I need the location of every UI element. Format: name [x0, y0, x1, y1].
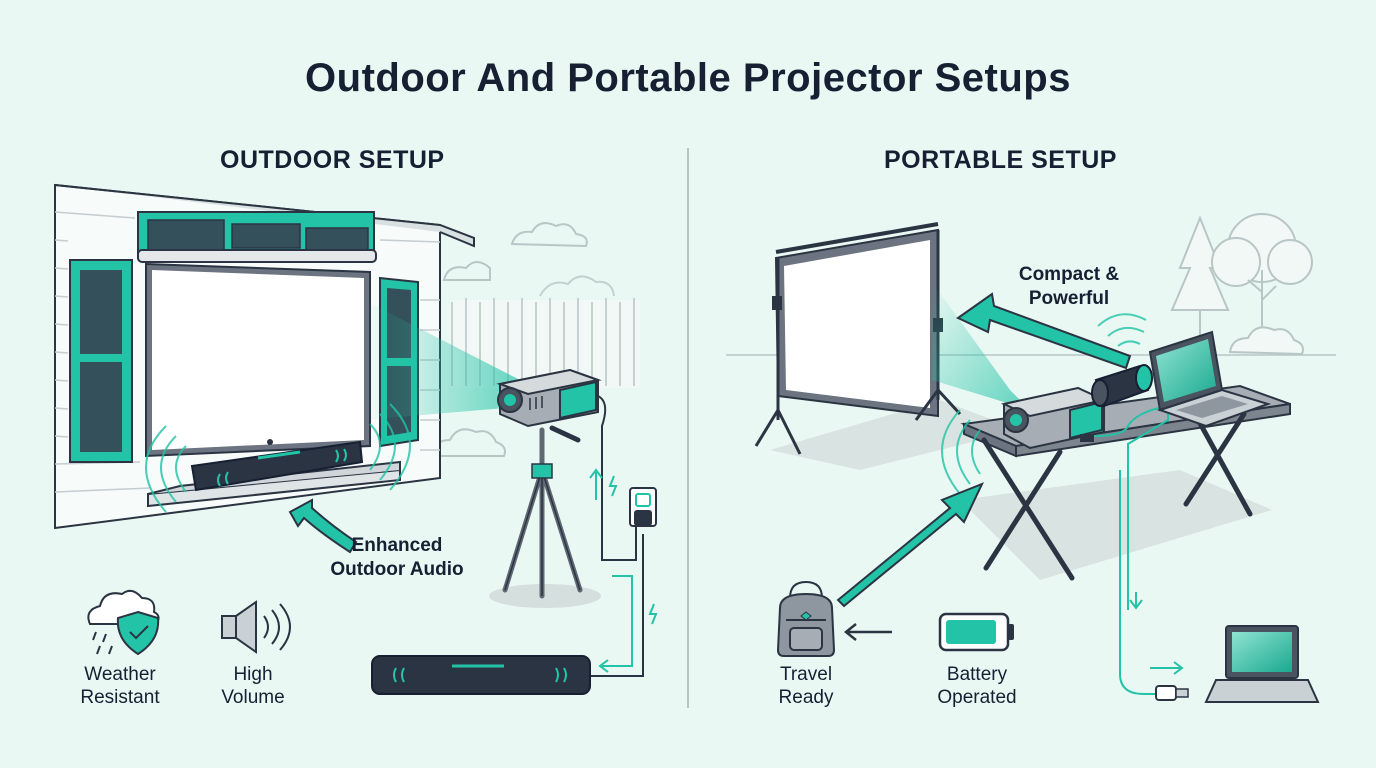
callout-line: Outdoor Audio [330, 559, 464, 580]
feature-label: Travel [779, 664, 833, 685]
backpack-icon [776, 580, 836, 657]
feature-label: Ready [778, 687, 834, 708]
left-shutter [69, 259, 133, 463]
sound-waves-portable [941, 313, 1147, 495]
compact-powerful-arrow [956, 292, 1132, 370]
feature-label: High [233, 664, 273, 685]
callout-line: Enhanced [351, 535, 443, 556]
tripod-projector [489, 368, 637, 608]
feature-label: Battery [946, 664, 1008, 685]
page-title: Outdoor And Portable Projector Setups [305, 56, 1071, 100]
portable-speaker [1091, 364, 1153, 408]
house-wall [54, 183, 475, 530]
feature-high-volume: High Volume [203, 663, 303, 709]
laptop-icon [1204, 625, 1320, 703]
power-arrows-outdoor [589, 468, 603, 500]
feature-label: Operated [937, 687, 1017, 708]
background-clouds [431, 222, 588, 457]
feature-weather-resistant: Weather Resistant [60, 663, 180, 709]
outdoor-heading: OUTDOOR SETUP [220, 146, 445, 174]
battery-icon [938, 612, 1014, 652]
backyard-fence [450, 275, 640, 388]
projector-beam-outdoor [364, 300, 540, 420]
feature-label: Resistant [80, 687, 160, 708]
feature-label: Weather [84, 664, 156, 685]
feature-battery-operated: Battery Operated [917, 663, 1037, 709]
travel-arrow [836, 482, 984, 608]
portable-heading: PORTABLE SETUP [884, 146, 1117, 174]
wall-soundbar [190, 440, 364, 492]
outdoor-projection-screen [137, 249, 377, 458]
enhanced-audio-arrow [288, 498, 358, 554]
usb-plug [1155, 685, 1189, 701]
speaker-volume-icon [221, 600, 291, 654]
cable-route [602, 575, 633, 667]
table-laptop [1148, 330, 1272, 428]
compact-powerful-callout: Compact & Powerful [994, 263, 1144, 311]
portable-scene [726, 213, 1336, 703]
sound-waves-wall [145, 403, 411, 513]
weather-resistant-icon [87, 589, 160, 656]
callout-line: Powerful [1028, 288, 1110, 309]
outdoor-audio-callout: Enhanced Outdoor Audio [310, 534, 484, 582]
portable-projector [1000, 386, 1169, 450]
feature-label: Volume [221, 687, 285, 708]
left-arrow [843, 623, 892, 641]
callout-line: Compact & [1018, 264, 1120, 285]
background-trees [1170, 213, 1313, 356]
floor-soundbar [371, 655, 591, 695]
feature-travel-ready: Travel Ready [756, 663, 856, 709]
outdoor-scene [54, 183, 658, 695]
projector-beam-portable [932, 282, 1030, 410]
wall-outlet [629, 487, 657, 527]
